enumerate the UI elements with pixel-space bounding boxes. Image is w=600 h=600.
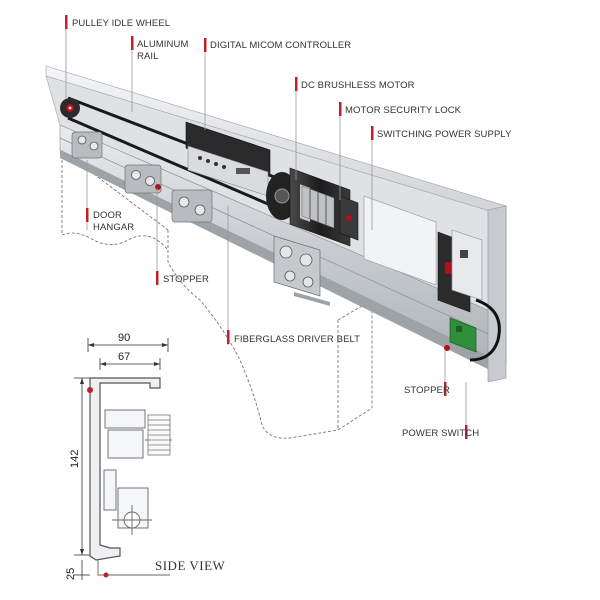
- dim-width-total: 90: [118, 332, 130, 344]
- tick-belt: [227, 330, 230, 344]
- door-hangar-right: [171, 189, 213, 223]
- belt-driver-carriage: [273, 235, 330, 306]
- label-switching-power-supply: SWITCHING POWER SUPPLY: [377, 129, 512, 140]
- motor-security-lock: [339, 195, 359, 241]
- label-stopper-right: STOPPER: [404, 385, 450, 396]
- micom-controller: [185, 121, 271, 197]
- dim-width-inner: 67: [118, 351, 130, 363]
- label-motor-security-lock: MOTOR SECURITY LOCK: [345, 105, 462, 116]
- label-fiberglass-driver-belt: FIBERGLASS DRIVER BELT: [234, 334, 360, 345]
- label-ticks: [65, 15, 468, 439]
- tick-power-switch: [465, 425, 468, 439]
- tick-micom: [204, 38, 207, 52]
- switching-power-supply: [363, 195, 437, 286]
- tick-stopper-left: [156, 271, 159, 285]
- label-dc-brushless-motor: DC BRUSHLESS MOTOR: [301, 80, 415, 91]
- door-hangar-mid: [124, 164, 162, 194]
- tick-stopper-right: [444, 382, 447, 396]
- dim-base: 25: [65, 568, 77, 580]
- side-view-profile: [74, 338, 172, 580]
- label-hangar: HANGAR: [93, 222, 134, 233]
- tick-pulley: [65, 15, 68, 29]
- pulley-idle-wheel: [60, 98, 80, 118]
- tick-lock: [339, 102, 342, 116]
- label-pulley-idle-wheel: PULLEY IDLE WHEEL: [72, 18, 170, 29]
- callout-lines: [65, 22, 467, 435]
- label-aluminum: ALUMINUM: [137, 39, 188, 50]
- tick-motor: [295, 77, 298, 91]
- label-door: DOOR: [93, 210, 122, 221]
- label-rail: RAIL: [137, 51, 159, 62]
- tick-door-hangar: [86, 208, 89, 222]
- label-digital-micom-controller: DIGITAL MICOM CONTROLLER: [210, 40, 351, 51]
- label-stopper-left: STOPPER: [163, 274, 209, 285]
- side-view-title: SIDE VIEW: [155, 558, 226, 573]
- dc-brushless-motor: [266, 167, 351, 247]
- dim-height: 142: [69, 450, 81, 468]
- tick-power-supply: [371, 126, 374, 140]
- label-power-switch: POWER SWITCH: [402, 428, 479, 439]
- door-hangar-left: [71, 131, 103, 159]
- control-box: [437, 229, 501, 362]
- tick-aluminum: [131, 36, 134, 50]
